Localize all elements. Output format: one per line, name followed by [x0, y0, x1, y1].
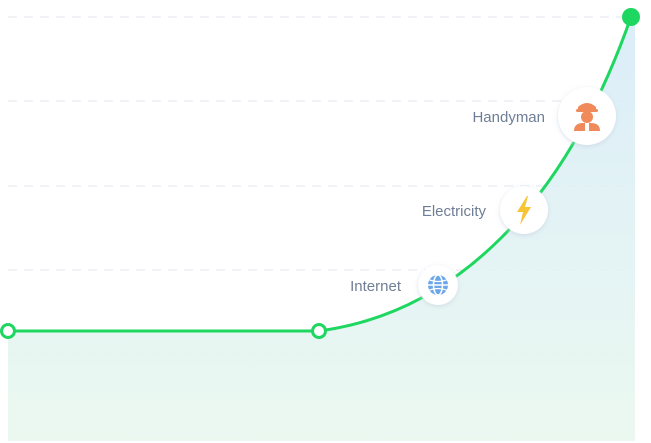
milestone-internet[interactable]: Internet [350, 265, 458, 305]
milestone-handyman[interactable]: Handyman [472, 87, 616, 145]
data-point-end[interactable] [622, 8, 640, 26]
globe-icon [428, 274, 448, 296]
milestone-electricity[interactable]: Electricity [422, 186, 548, 234]
handyman-worker-icon [574, 103, 600, 131]
milestone-label-electricity: Electricity [422, 203, 487, 220]
data-point-start[interactable] [0, 323, 16, 339]
milestone-label-internet: Internet [350, 278, 402, 295]
area-fill [8, 17, 635, 441]
lightning-bolt-icon [517, 196, 531, 225]
milestone-label-handyman: Handyman [472, 109, 545, 126]
data-point-midway[interactable] [311, 323, 327, 339]
